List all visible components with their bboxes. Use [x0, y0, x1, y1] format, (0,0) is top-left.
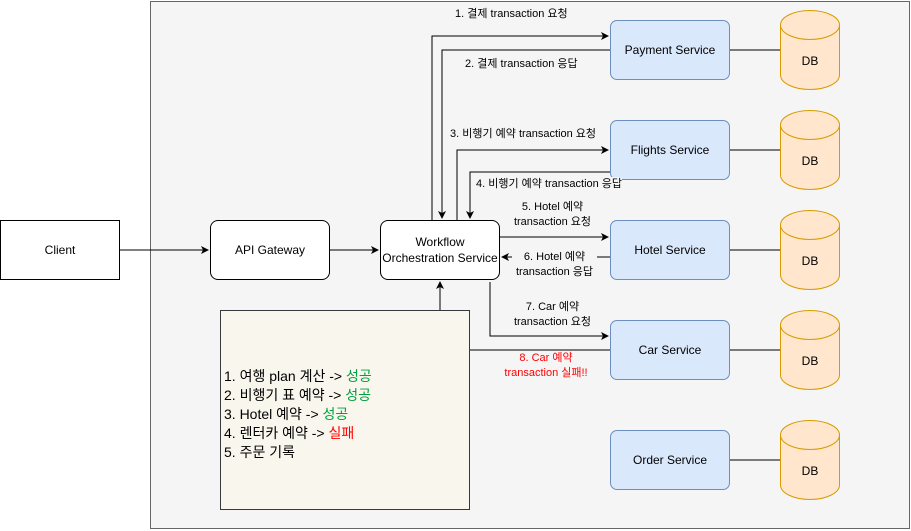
order-service-node: Order Service — [610, 430, 730, 490]
database-icon — [780, 10, 840, 90]
step-status-success: 성공 — [345, 368, 372, 384]
edge-label-8-line2: transaction 실패!! — [504, 367, 588, 379]
edge-label-4: 4. 비행기 예약 transaction 응답 — [476, 177, 623, 192]
step-item: 4. 렌터카 예약 -> 실패 — [224, 424, 372, 443]
hotel-service-node: Hotel Service — [610, 220, 730, 280]
client-label: Client — [44, 243, 76, 257]
client-node: Client — [0, 220, 120, 280]
flights-service-node: Flights Service — [610, 120, 730, 180]
step-status-success: 성공 — [322, 406, 349, 422]
step-item: 5. 주문 기록 — [224, 443, 372, 462]
api-gateway-label: API Gateway — [234, 243, 306, 257]
database-icon — [780, 210, 840, 290]
edge-label-3: 3. 비행기 예약 transaction 요청 — [450, 127, 597, 142]
edge-4-flights-response — [466, 171, 610, 219]
edge-label-2: 2. 결제 transaction 응답 — [465, 57, 578, 72]
api-gateway-node: API Gateway — [210, 220, 330, 280]
step-item: 3. Hotel 예약 -> 성공 — [224, 405, 372, 424]
car-db: DB — [780, 310, 840, 390]
edge-1-payment-request — [431, 32, 609, 220]
step-text: 4. 렌터카 예약 -> — [224, 425, 329, 441]
db-label: DB — [801, 464, 819, 478]
flights-db: DB — [780, 110, 840, 190]
db-label: DB — [801, 354, 819, 368]
saga-steps-note: 1. 여행 plan 계산 -> 성공 2. 비행기 표 예약 -> 성공 3.… — [220, 310, 470, 510]
edge-label-7-line2: transaction 요청 — [513, 316, 592, 328]
order-db: DB — [780, 420, 840, 500]
orchestration-service-node: Workflow Orchestration Service — [380, 220, 500, 280]
orchestration-label-line1: Workflow — [415, 235, 465, 249]
payment-service-label: Payment Service — [624, 43, 716, 57]
edge-label-5-line1: 5. Hotel 예약 — [521, 201, 584, 213]
edge-label-7: 7. Car 예약 transaction 요청 — [509, 300, 596, 330]
edge-label-1: 1. 결제 transaction 요청 — [455, 7, 568, 22]
db-label: DB — [801, 254, 819, 268]
step-status-success: 성공 — [345, 387, 372, 403]
step-item: 1. 여행 plan 계산 -> 성공 — [224, 367, 372, 386]
car-service-node: Car Service — [610, 320, 730, 380]
step-status-failure: 실패 — [328, 425, 355, 441]
db-label: DB — [801, 154, 819, 168]
edge-label-8: 8. Car 예약 transaction 실패!! — [497, 351, 595, 381]
edge-label-6-line2: transaction 응답 — [515, 266, 594, 278]
edge-label-5-line2: transaction 요청 — [513, 216, 592, 228]
saga-steps-list: 1. 여행 plan 계산 -> 성공 2. 비행기 표 예약 -> 성공 3.… — [224, 367, 372, 462]
order-service-label: Order Service — [632, 453, 708, 467]
edge-3-flights-request — [456, 146, 609, 220]
payment-db: DB — [780, 10, 840, 90]
edge-label-8-line1: 8. Car 예약 — [519, 352, 573, 364]
edge-label-6: 6. Hotel 예약 transaction 응답 — [512, 250, 597, 280]
database-icon — [780, 310, 840, 390]
step-item: 2. 비행기 표 예약 -> 성공 — [224, 386, 372, 405]
db-label: DB — [801, 54, 819, 68]
step-text: 2. 비행기 표 예약 -> — [224, 387, 346, 403]
edge-label-6-line1: 6. Hotel 예약 — [523, 251, 586, 263]
database-icon — [780, 110, 840, 190]
step-text: 3. Hotel 예약 -> — [224, 406, 323, 422]
payment-service-node: Payment Service — [610, 20, 730, 80]
step-text: 5. 주문 기록 — [224, 444, 295, 460]
database-icon — [780, 420, 840, 500]
edge-label-5: 5. Hotel 예약 transaction 요청 — [510, 200, 595, 230]
step-text: 1. 여행 plan 계산 -> — [224, 368, 346, 384]
edge-2-payment-response — [438, 49, 610, 219]
car-service-label: Car Service — [638, 343, 702, 357]
edge-label-7-line1: 7. Car 예약 — [525, 301, 580, 313]
flights-service-label: Flights Service — [630, 143, 710, 157]
hotel-db: DB — [780, 210, 840, 290]
orchestration-label-line2: Orchestration Service — [382, 251, 498, 265]
edge-7-car-request — [489, 282, 609, 340]
hotel-service-label: Hotel Service — [634, 243, 706, 257]
